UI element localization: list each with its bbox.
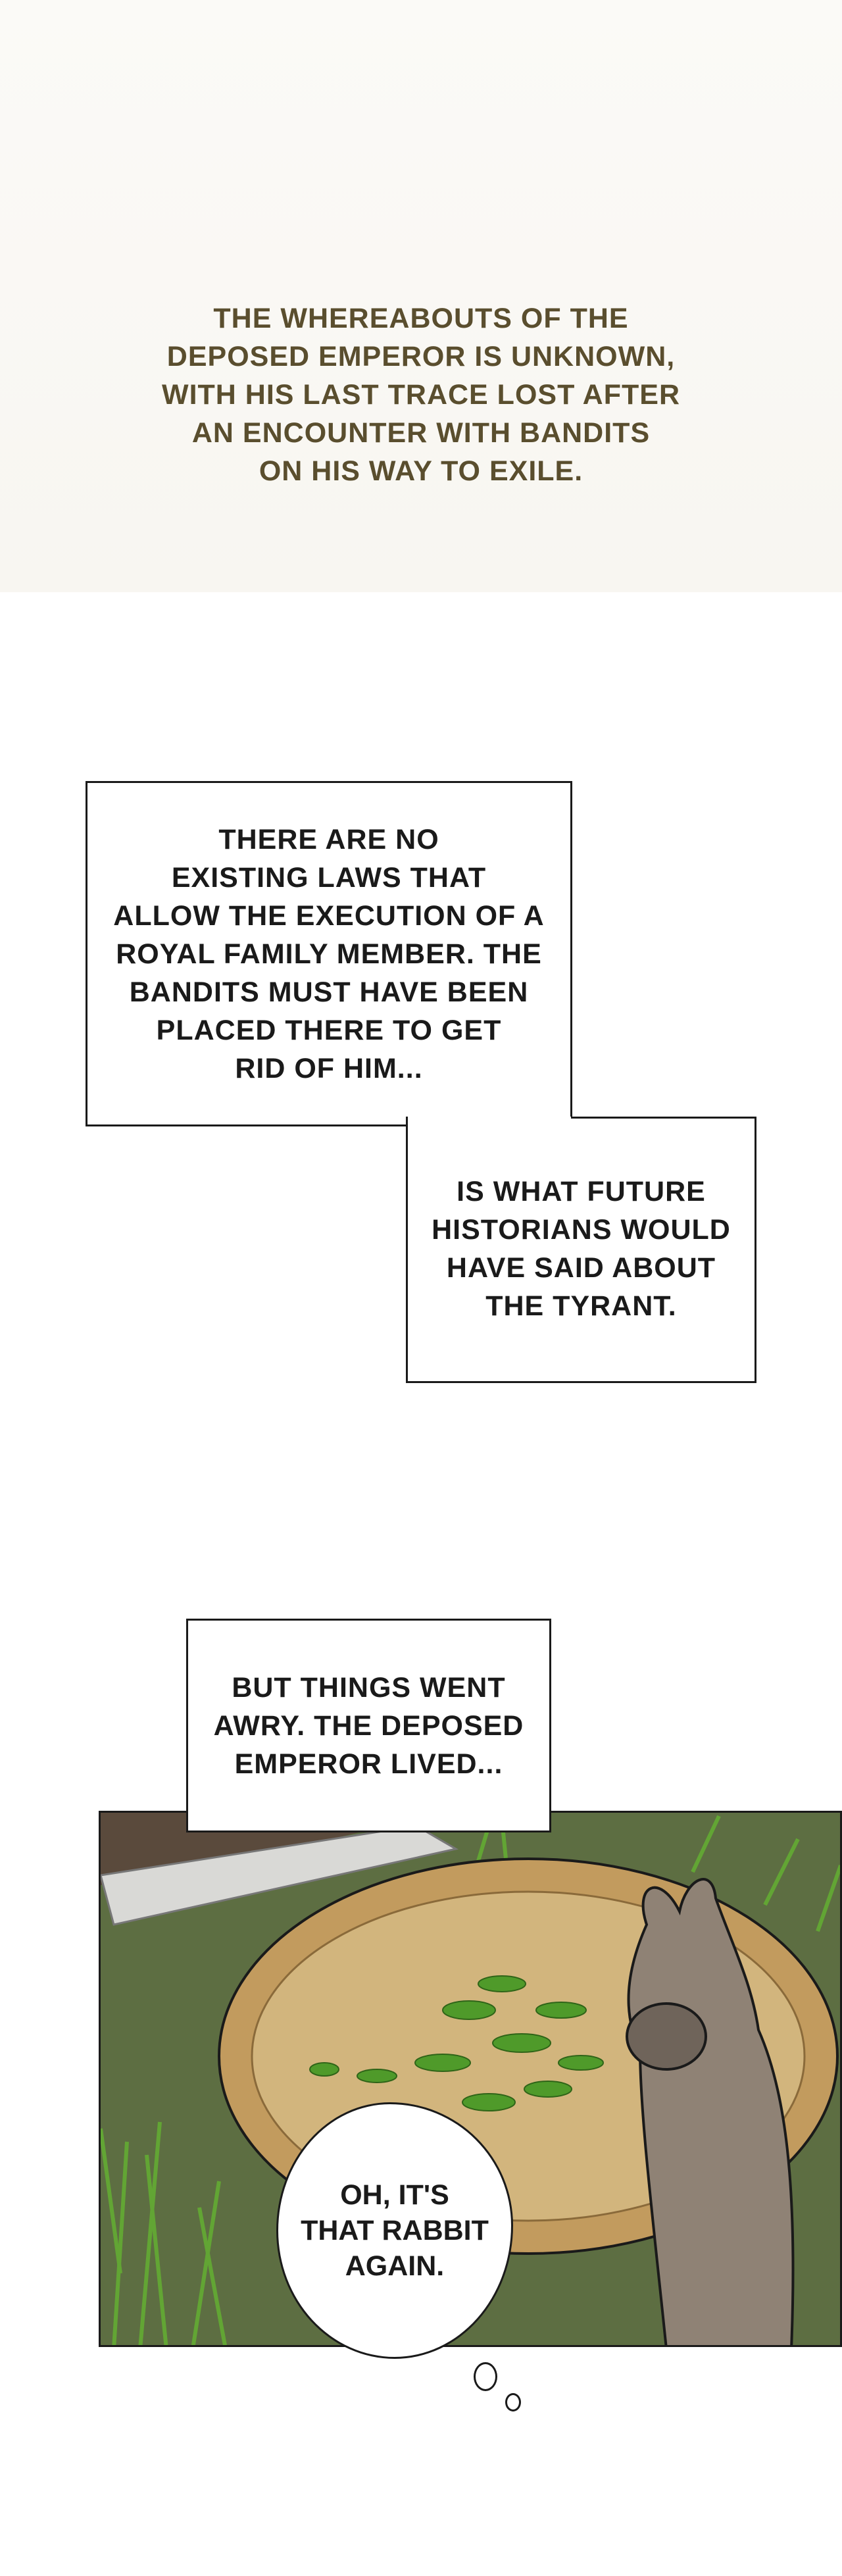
caption-box-connector (571, 1117, 756, 1119)
caption-box-awry: BUT THINGS WENT AWRY. THE DEPOSED EMPERO… (186, 1619, 551, 1832)
caption-box-historians: IS WHAT FUTURE HISTORIANS WOULD HAVE SAI… (406, 1117, 756, 1383)
caption-historians-text: IS WHAT FUTURE HISTORIANS WOULD HAVE SAI… (432, 1176, 731, 1322)
narration-background (0, 0, 842, 592)
thought-bubble: OH, IT'S THAT RABBIT AGAIN. (276, 2102, 513, 2359)
herbs (309, 1975, 604, 2111)
thought-dot-large (474, 2362, 497, 2391)
grass-illustration (101, 1815, 840, 2345)
stone-curb-illustration (101, 1825, 459, 1926)
thought-dot-small (505, 2393, 521, 2412)
narration-caption: THE WHEREABOUTS OF THE DEPOSED EMPEROR I… (161, 303, 681, 487)
rabbit-illustration (626, 1878, 795, 2345)
caption-box-laws: THERE ARE NO EXISTING LAWS THAT ALLOW TH… (86, 781, 572, 1126)
